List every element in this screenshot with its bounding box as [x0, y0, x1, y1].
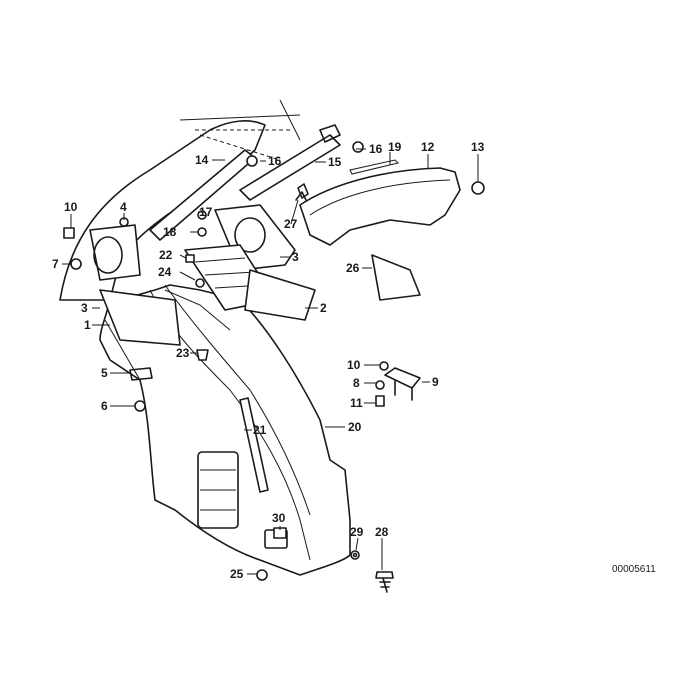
callout-10-right: 10 — [347, 358, 361, 372]
callout-9: 9 — [432, 375, 439, 389]
callout-16-left: 16 — [268, 154, 282, 168]
callout-16-right: 16 — [369, 142, 383, 156]
diagram-reference-number: 00005611 — [612, 564, 656, 575]
callout-4: 4 — [120, 200, 127, 214]
callout-6: 6 — [101, 399, 108, 413]
small-parts — [63, 141, 485, 593]
callout-12: 12 — [421, 140, 435, 154]
callout-labels: 1 2 3 3 4 5 6 7 8 9 10 10 11 12 13 14 15… — [52, 140, 485, 581]
callout-15: 15 — [328, 155, 342, 169]
callout-22: 22 — [159, 248, 173, 262]
callout-23: 23 — [176, 346, 190, 360]
callout-28: 28 — [375, 525, 389, 539]
callout-26: 26 — [346, 261, 360, 275]
callout-29: 29 — [350, 525, 364, 539]
callout-1: 1 — [84, 318, 91, 332]
bracket-9 — [384, 367, 421, 389]
callout-27: 27 — [284, 217, 298, 231]
callout-13: 13 — [471, 140, 485, 154]
callout-7: 7 — [52, 257, 59, 271]
callout-24: 24 — [158, 265, 172, 279]
callout-21: 21 — [253, 423, 267, 437]
callout-25: 25 — [230, 567, 244, 581]
callout-30: 30 — [272, 511, 286, 525]
leader-lines — [62, 148, 479, 575]
callout-20: 20 — [348, 420, 362, 434]
callout-19: 19 — [388, 140, 402, 154]
callout-8: 8 — [353, 376, 360, 390]
upper-cover — [297, 159, 461, 246]
callout-10-left: 10 — [64, 200, 78, 214]
pillar-trims — [149, 99, 341, 241]
speaker-housings — [89, 204, 316, 346]
callout-3-right: 3 — [292, 250, 299, 264]
callout-11: 11 — [350, 396, 363, 410]
callout-2: 2 — [320, 301, 327, 315]
callout-5: 5 — [101, 366, 108, 380]
callout-14: 14 — [195, 153, 209, 167]
callout-17: 17 — [199, 205, 213, 219]
callout-3-left: 3 — [81, 301, 88, 315]
part-26 — [371, 254, 421, 301]
callout-18: 18 — [163, 225, 177, 239]
